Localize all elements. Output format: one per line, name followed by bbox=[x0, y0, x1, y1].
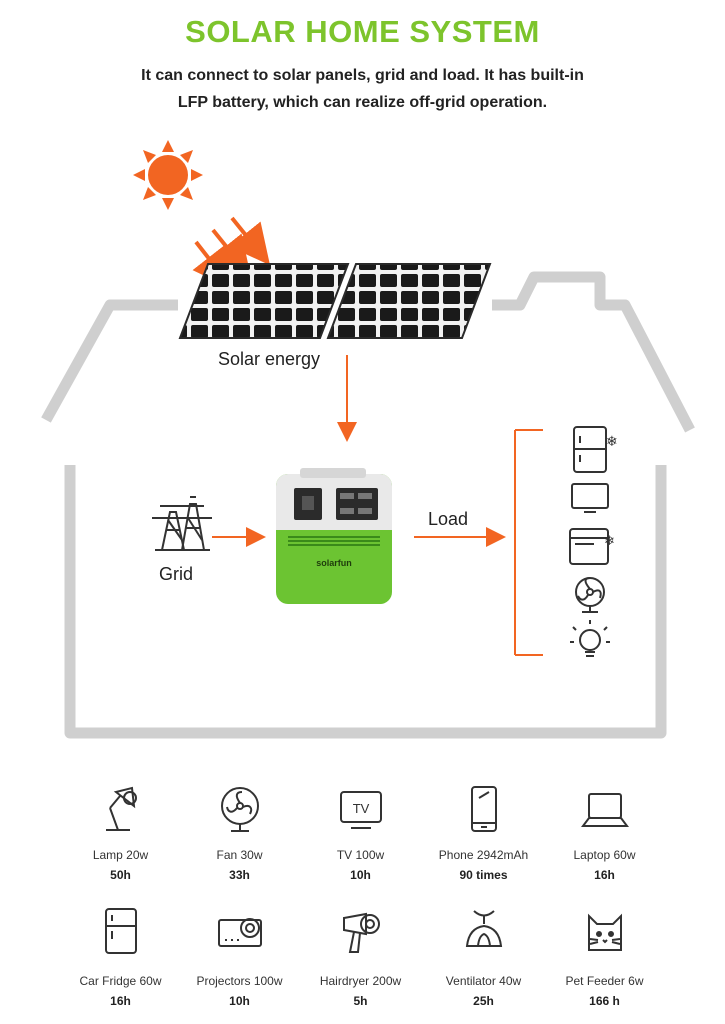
appliance-phone: Phone 2942mAh 90 times bbox=[411, 784, 556, 882]
page-title: SOLAR HOME SYSTEM bbox=[185, 14, 540, 49]
appliance-name: Ventilator 40w bbox=[445, 974, 522, 988]
appliance-runtime: 16h bbox=[594, 868, 615, 882]
bulb-icon bbox=[570, 620, 610, 657]
page-subtitle: It can connect to solar panels, grid and… bbox=[60, 62, 665, 116]
laptop-icon bbox=[580, 793, 629, 827]
appliance-runtime: 10h bbox=[229, 994, 250, 1008]
sun-icon bbox=[133, 140, 203, 210]
svg-text:TV: TV bbox=[352, 801, 369, 816]
appliance-runtime: 166 h bbox=[589, 994, 620, 1008]
appliance-runtime: 10h bbox=[350, 868, 371, 882]
load-label: Load bbox=[428, 509, 469, 529]
appliance-name: Fan 30w bbox=[216, 848, 263, 862]
appliance-name: Pet Feeder 6w bbox=[565, 974, 644, 988]
house-outline bbox=[41, 271, 695, 739]
appliance-runtime: 16h bbox=[110, 994, 131, 1008]
load-bracket bbox=[514, 429, 543, 656]
hairdryer-icon bbox=[342, 912, 380, 953]
appliance-name: TV 100w bbox=[336, 848, 385, 862]
power-tower-icon bbox=[152, 496, 212, 551]
brand-logo: solarfun bbox=[316, 558, 352, 568]
tv-icon bbox=[571, 483, 609, 513]
appliance-runtime: 5h bbox=[353, 994, 368, 1008]
appliance-name: Lamp 20w bbox=[92, 848, 149, 862]
appliance-name: Laptop 60w bbox=[573, 848, 636, 862]
car-fridge-icon bbox=[104, 908, 137, 954]
oven-icon: ❄ bbox=[569, 528, 615, 565]
appliance-name: Car Fridge 60w bbox=[79, 974, 162, 988]
appliance-fan: Fan 30w 33h bbox=[167, 784, 312, 882]
appliance-laptop: Laptop 60w 16h bbox=[532, 784, 677, 882]
appliance-lamp: Lamp 20w 50h bbox=[48, 784, 193, 882]
appliance-name: Hairdryer 200w bbox=[319, 974, 402, 988]
appliance-runtime: 90 times bbox=[459, 868, 508, 882]
power-station-unit: solarfun bbox=[276, 468, 392, 604]
appliance-car-fridge: Car Fridge 60w 16h bbox=[48, 906, 193, 1008]
appliance-runtime: 50h bbox=[110, 868, 131, 882]
subtitle-line-1: It can connect to solar panels, grid and… bbox=[141, 67, 584, 84]
svg-text:❄: ❄ bbox=[604, 534, 615, 549]
pet-feeder-icon bbox=[587, 913, 622, 951]
appliance-pet-feeder: Pet Feeder 6w 166 h bbox=[532, 906, 677, 1008]
appliance-name: Phone 2942mAh bbox=[438, 848, 529, 862]
system-diagram: solarfun ❄ ❄ bbox=[41, 140, 695, 739]
appliance-ventilator: Ventilator 40w 25h bbox=[411, 906, 556, 1008]
fan-icon bbox=[575, 577, 605, 613]
grid-label: Grid bbox=[159, 564, 194, 584]
appliance-hairdryer: Hairdryer 200w 5h bbox=[288, 906, 433, 1008]
appliance-projectors: Projectors 100w 10h bbox=[167, 906, 312, 1008]
fridge-icon: ❄ bbox=[573, 426, 618, 473]
usb-panel bbox=[336, 488, 378, 520]
appliance-runtime: 25h bbox=[473, 994, 494, 1008]
ventilator-icon bbox=[465, 910, 502, 947]
phone-icon bbox=[470, 786, 497, 832]
fan-icon bbox=[220, 787, 259, 832]
appliance-runtime: 33h bbox=[229, 868, 250, 882]
solar-panel-left bbox=[178, 263, 350, 339]
lamp-icon bbox=[105, 786, 137, 831]
subtitle-line-2: LFP battery, which can realize off-grid … bbox=[177, 94, 548, 111]
solar-energy-label: Solar energy bbox=[218, 349, 321, 369]
projector-icon bbox=[217, 918, 262, 947]
tv-icon: TV bbox=[339, 791, 382, 829]
appliance-tv: TV TV 100w 10h bbox=[288, 784, 433, 882]
appliance-name: Projectors 100w bbox=[196, 974, 283, 988]
solar-panel-right bbox=[326, 263, 492, 339]
svg-text:❄: ❄ bbox=[606, 434, 618, 450]
